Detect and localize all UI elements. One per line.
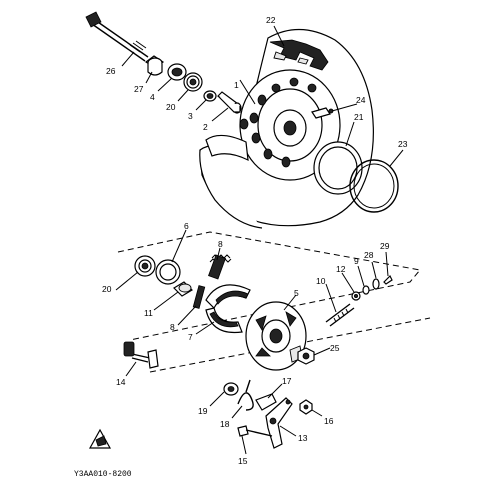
- brake-plate-part: [245, 301, 307, 371]
- callout-15: 15: [238, 456, 248, 466]
- bearing-lower-part: [134, 255, 156, 277]
- callout-17: 17: [282, 376, 292, 386]
- indicator-plate-part: [255, 393, 277, 411]
- spring-lower-part: [192, 285, 206, 309]
- tube-part: [205, 134, 249, 162]
- callout-20-lower: 20: [102, 284, 112, 294]
- callout-27: 27: [134, 84, 144, 94]
- callout-13: 13: [298, 433, 308, 443]
- callout-11: 11: [144, 308, 153, 318]
- apply-grease-symbol: [88, 428, 112, 449]
- callout-6: 6: [184, 221, 189, 231]
- spring-upper-part: [208, 254, 232, 280]
- callout-14: 14: [116, 377, 126, 387]
- callout-3: 3: [188, 111, 193, 121]
- nut-25-part: [297, 347, 315, 365]
- callout-23: 23: [398, 139, 408, 149]
- part-29: [383, 274, 393, 285]
- callout-16: 16: [324, 416, 334, 426]
- axle-part: [85, 11, 149, 62]
- diagram-code: Y3AA010-8200: [74, 470, 132, 479]
- callout-4: 4: [150, 92, 155, 102]
- callout-25: 25: [330, 343, 340, 353]
- callout-19: 19: [198, 406, 208, 416]
- bolt-15-part: [237, 425, 273, 437]
- oil-seal-lower-part: [155, 259, 181, 285]
- brake-drum-ring-part: [313, 141, 363, 195]
- bearing-upper-part: [183, 72, 203, 92]
- washer-12-part: [351, 291, 361, 301]
- valve-part: [311, 107, 334, 119]
- callout-8-lower: 8: [170, 322, 175, 332]
- spring-18-part: [237, 379, 254, 411]
- callout-21: 21: [354, 112, 364, 122]
- callout-24: 24: [356, 95, 366, 105]
- leader-lines: [115, 25, 404, 455]
- callout-8-upper: 8: [218, 239, 223, 249]
- cam-lever-part: [265, 397, 293, 449]
- washer-19-part: [223, 382, 239, 396]
- assembly-boundary-line: [117, 231, 421, 341]
- adjuster-bolt-part: [325, 303, 355, 327]
- callout-26: 26: [106, 66, 116, 76]
- callout-9: 9: [354, 256, 359, 266]
- callout-5: 5: [294, 288, 299, 298]
- callout-7: 7: [188, 332, 193, 342]
- callout-29: 29: [380, 241, 390, 251]
- cam-part: [173, 281, 193, 297]
- callout-20-upper: 20: [166, 102, 176, 112]
- collar-part: [144, 55, 165, 76]
- o-ring-part: [349, 159, 399, 213]
- part-28: [372, 278, 380, 290]
- callout-12: 12: [336, 264, 346, 274]
- brake-shoes-part: [205, 284, 251, 334]
- nut-16-part: [299, 399, 313, 415]
- oil-seal-part: [167, 63, 187, 81]
- spacer-tube-part: [217, 91, 242, 114]
- part-9: [362, 285, 370, 295]
- callout-18: 18: [220, 419, 230, 429]
- wheel-hub-part: [230, 69, 341, 181]
- callout-1: 1: [234, 80, 239, 90]
- callout-10: 10: [316, 276, 326, 286]
- circlip-part: [203, 90, 217, 102]
- callout-28: 28: [364, 250, 374, 260]
- callout-22: 22: [266, 15, 276, 25]
- camshaft-part: [123, 341, 159, 369]
- callout-2: 2: [203, 122, 208, 132]
